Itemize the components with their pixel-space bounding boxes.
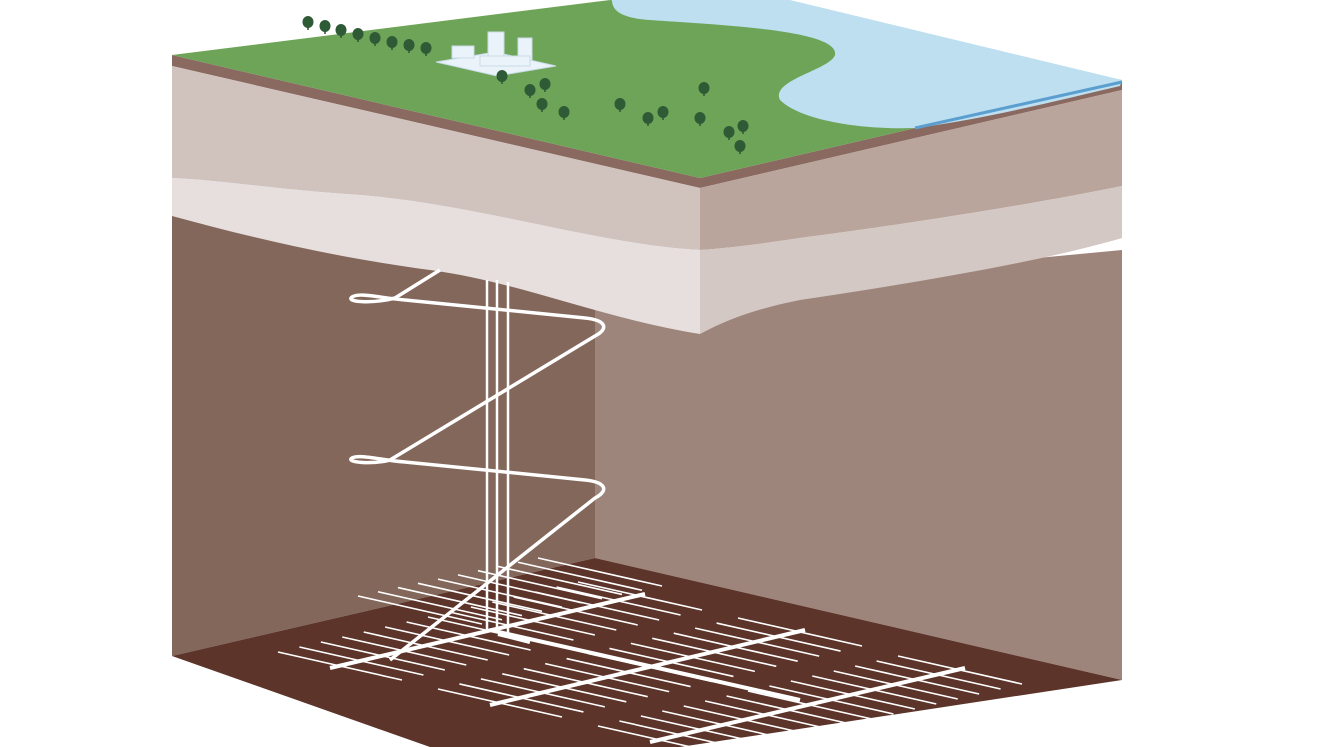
- tree: [369, 32, 381, 46]
- disposal-drift: [492, 601, 617, 631]
- tree: [558, 106, 570, 120]
- disposal-drift: [397, 586, 523, 617]
- disposal-drift: [662, 710, 787, 740]
- disposal-drift: [577, 581, 703, 611]
- disposal-drift: [357, 595, 483, 625]
- disposal-drift: [277, 651, 403, 681]
- disposal-drift: [470, 606, 596, 636]
- soil-layer-left: [172, 55, 700, 188]
- disposal-drift: [363, 631, 488, 661]
- repository-floor: [172, 558, 1122, 747]
- disposal-drift: [497, 565, 623, 596]
- water-shoreline-edge: [914, 80, 1123, 130]
- rock-layer-upper-right: [700, 90, 1122, 250]
- disposal-drift: [630, 642, 756, 673]
- disposal-drift: [716, 622, 841, 652]
- disposal-drift: [417, 582, 543, 613]
- facility-buildings: [435, 31, 557, 77]
- tree: [536, 98, 548, 112]
- disposal-drift: [587, 652, 713, 683]
- tree: [694, 112, 706, 126]
- tree: [420, 42, 432, 56]
- disposal-drift: [537, 557, 663, 587]
- disposal-drift: [619, 720, 739, 747]
- disposal-drift: [854, 665, 980, 695]
- rock-layer-upper-left: [172, 66, 700, 250]
- tree: [403, 39, 415, 53]
- disposal-drift: [406, 621, 531, 651]
- tree: [496, 70, 508, 84]
- disposal-drift: [640, 715, 766, 745]
- tree: [657, 106, 669, 120]
- bedrock-back-wall: [172, 210, 595, 656]
- disposal-drift: [384, 626, 510, 656]
- tree: [539, 78, 551, 92]
- water-body: [612, 0, 1122, 129]
- disposal-drift: [377, 590, 503, 621]
- tree: [524, 84, 536, 98]
- disposal-drift: [790, 680, 916, 710]
- rock-layer-pale-left: [172, 178, 700, 334]
- tree: [386, 36, 398, 50]
- disposal-drift: [812, 675, 937, 705]
- disposal-drift: [652, 637, 777, 668]
- disposal-drift: [597, 725, 695, 747]
- tree: [734, 140, 746, 154]
- spiral-access-ramp: [349, 268, 606, 662]
- disposal-drift: [747, 690, 873, 720]
- disposal-drift: [556, 586, 681, 616]
- disposal-drift: [737, 617, 863, 647]
- tree: [723, 126, 735, 140]
- bedrock-right-wall: [595, 250, 1122, 680]
- disposal-drift: [437, 688, 563, 718]
- disposal-drift: [694, 627, 820, 657]
- disposal-drift: [342, 636, 467, 666]
- tree: [319, 20, 331, 34]
- tree: [614, 98, 626, 112]
- disposal-drift: [833, 670, 958, 700]
- trees: [302, 16, 749, 154]
- disposal-drift: [544, 662, 670, 693]
- tree: [335, 24, 347, 38]
- disposal-drift: [427, 616, 553, 646]
- disposal-drift: [459, 683, 584, 713]
- central-tunnel: [489, 628, 801, 702]
- central-tunnel: [497, 632, 531, 644]
- disposal-drift: [523, 667, 648, 698]
- disposal-drift: [437, 578, 563, 608]
- disposal-drift: [609, 647, 734, 678]
- disposal-drift: [449, 611, 574, 641]
- tree: [352, 28, 364, 42]
- tree: [698, 82, 710, 96]
- tree: [642, 112, 654, 126]
- tree: [737, 120, 749, 134]
- rock-layer-pale-right: [700, 186, 1122, 334]
- disposal-drift: [299, 646, 424, 676]
- disposal-drift: [704, 700, 830, 730]
- repository-tunnel-grid: [277, 557, 1023, 747]
- disposal-drift: [897, 655, 1023, 685]
- tree: [302, 16, 314, 30]
- disposal-drift: [566, 657, 691, 688]
- disposal-drift: [502, 673, 627, 703]
- disposal-drift: [876, 660, 1001, 690]
- disposal-drift: [769, 685, 894, 715]
- disposal-drift: [457, 574, 583, 604]
- disposal-drift: [726, 695, 851, 725]
- disposal-drift: [480, 678, 606, 708]
- disposal-drift: [320, 641, 446, 671]
- disposal-drift: [683, 705, 808, 735]
- disposal-drift: [673, 632, 798, 662]
- disposal-drift: [517, 561, 643, 592]
